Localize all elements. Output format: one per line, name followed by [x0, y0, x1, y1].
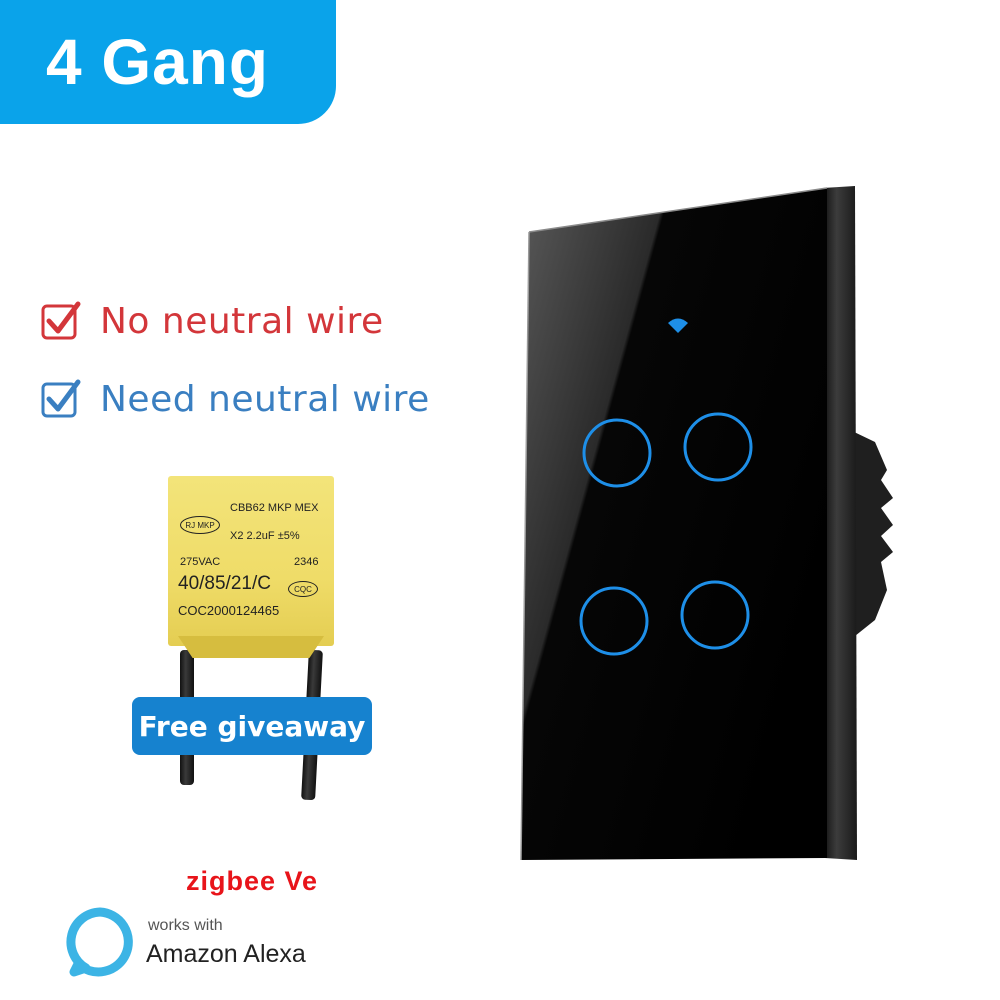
capacitor-model: CBB62 MKP MEX	[230, 502, 319, 514]
checkbox-checked-icon	[41, 379, 81, 418]
switch-side-frame	[823, 186, 857, 860]
capacitor-code: 2346	[294, 556, 319, 568]
title-text: 4 Gang	[46, 26, 269, 98]
amazon-alexa-text: Amazon Alexa	[146, 940, 306, 968]
free-giveaway-text: Free giveaway	[138, 709, 366, 743]
capacitor-base	[178, 636, 324, 658]
capacitor-voltage: 275VAC	[180, 556, 221, 568]
touch-button-2	[683, 412, 753, 482]
need-neutral-wire-label: Need neutral wire	[100, 378, 430, 420]
capacitor-logo: RJ MKP	[180, 516, 220, 534]
capacitor-body	[168, 476, 334, 646]
cqc-mark-icon: CQC	[288, 581, 318, 597]
capacitor-logo-text: RJ MKP	[185, 520, 215, 530]
touch-button-4	[680, 580, 750, 650]
option-no-neutral-wire: No neutral wire	[40, 300, 384, 342]
option-need-neutral-wire: Need neutral wire	[40, 378, 430, 420]
switch-back-housing	[850, 430, 893, 640]
capacitor-serial: COC2000124465	[178, 603, 280, 618]
alexa-logo-icon	[66, 907, 133, 977]
capacitor-image: CBB62 MKP MEX RJ MKP X2 2.2uF ±5% 275VAC…	[168, 476, 334, 658]
version-label: zigbee Ve	[186, 866, 319, 896]
wifi-indicator-icon	[668, 318, 688, 333]
touch-switch-product-image	[520, 186, 893, 861]
touch-button-1	[582, 418, 652, 488]
touch-button-3	[579, 586, 649, 656]
cqc-mark-text: CQC	[294, 584, 312, 594]
checkbox-checked-icon	[41, 301, 81, 340]
switch-glass-panel	[521, 188, 827, 860]
title-badge: 4 Gang	[0, 0, 336, 124]
no-neutral-wire-label: No neutral wire	[100, 300, 384, 342]
free-giveaway-badge: Free giveaway	[132, 697, 372, 755]
capacitor-rating: 40/85/21/C	[178, 573, 271, 594]
works-with-text: works with	[148, 917, 223, 934]
capacitor-spec: X2 2.2uF ±5%	[230, 530, 300, 542]
